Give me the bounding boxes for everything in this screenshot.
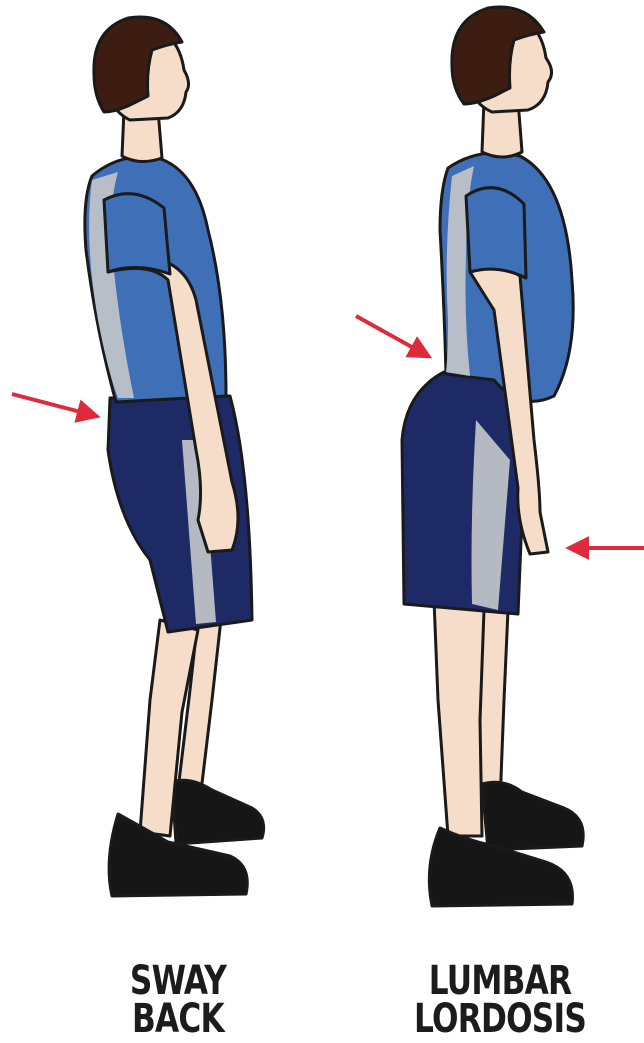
lumbar-lordosis-caption: LUMBAR LORDOSIS [391, 962, 609, 1038]
shoe-icon [482, 782, 583, 850]
lumbar-lordosis-figure [402, 7, 583, 906]
caption-line: LUMBAR [391, 962, 609, 1000]
caption-line: SWAY [77, 962, 280, 1000]
arrow-icon [12, 394, 96, 416]
arrow-icon [356, 316, 428, 356]
shoe-icon [172, 780, 264, 844]
sway-back-figure [85, 17, 264, 896]
caption-line: BACK [77, 1000, 280, 1038]
sway-back-caption: SWAY BACK [77, 962, 280, 1038]
caption-line: LORDOSIS [391, 1000, 609, 1038]
